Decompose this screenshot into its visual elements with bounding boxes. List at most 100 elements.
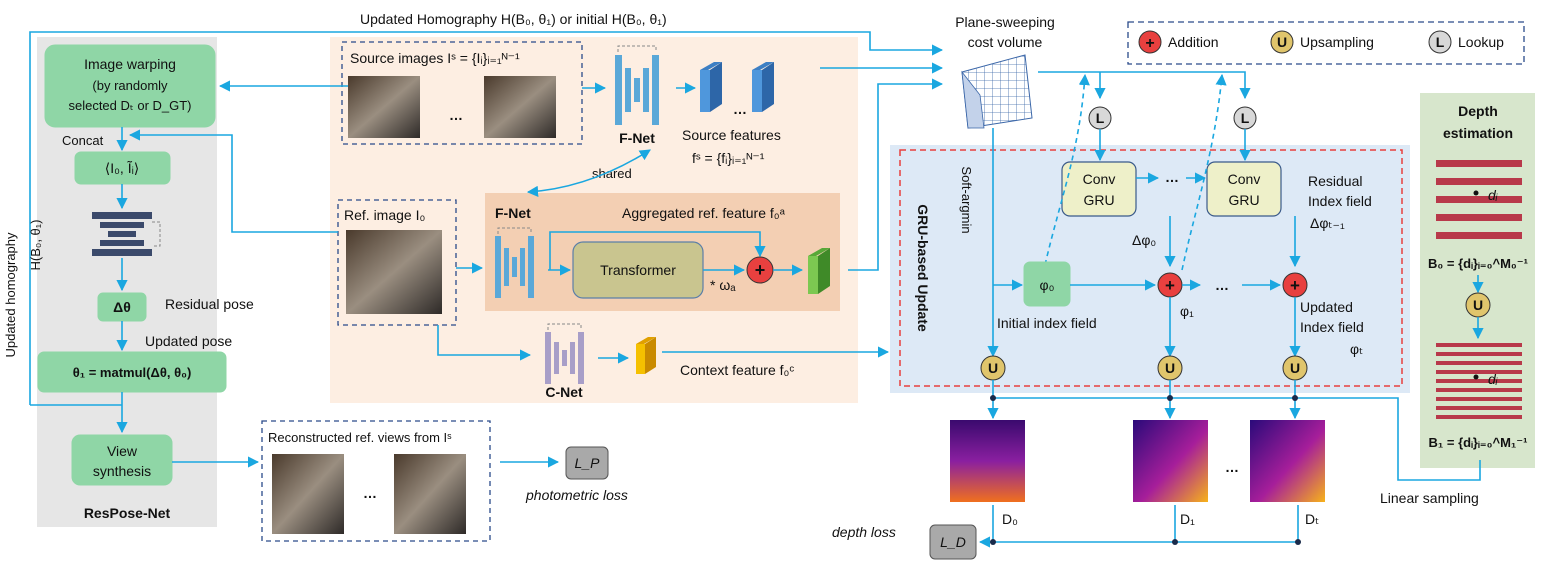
ref-image-box	[337, 199, 457, 326]
ref-image-title: Ref. image I₀	[344, 207, 425, 223]
ld-label: L_D	[940, 534, 966, 550]
initial-index-label: Initial index field	[997, 315, 1097, 331]
phi0-lookup-feedback	[1044, 73, 1090, 266]
legend-lookup-glyph: L	[1436, 34, 1445, 50]
side-label-homography-formula: H(B₀, θ₁)	[28, 220, 43, 271]
gru-ellipsis: …	[1165, 169, 1179, 185]
source-images-box	[341, 41, 583, 145]
linear-sampling-label: Linear sampling	[1380, 490, 1479, 506]
legend-box	[1127, 21, 1525, 65]
image-warping-title: Image warping	[84, 56, 176, 72]
soft-argmin-label: Soft-argmin	[959, 166, 974, 233]
upsampling-glyph-t: U	[1290, 360, 1300, 376]
lp-box	[565, 446, 609, 480]
aggregated-feature-label: Aggregated ref. feature f₀ᵃ	[622, 205, 786, 221]
residual-line1: Residual	[1308, 173, 1362, 189]
legend-upsampling-label: Upsampling	[1300, 34, 1374, 50]
lp-label: L_P	[575, 455, 601, 471]
cost-volume-icon	[961, 54, 1033, 129]
image-warping-line3: selected Dₜ or D_GT)	[68, 98, 191, 113]
conv-gru-t-line1: Conv	[1228, 171, 1261, 187]
depth-upsampling-glyph: U	[1473, 297, 1483, 313]
upsampling-glyph-0: U	[988, 360, 998, 376]
addition-glyph-1: +	[1165, 276, 1175, 295]
upsampling-glyph-1: U	[1165, 360, 1175, 376]
arrow-aggfeat-to-cost	[848, 78, 944, 271]
coarse-bins	[1436, 160, 1522, 239]
concat-formula: ⟨I₀, Ĩᵢ⟩	[105, 160, 140, 176]
aggregated-feature-cube	[808, 248, 830, 294]
transformer-label: Transformer	[600, 262, 676, 278]
source-features-ellipsis: …	[733, 101, 747, 117]
ref-image	[346, 230, 442, 314]
theta1-formula: θ₁ = matmul(Δθ, θ₀)	[73, 365, 192, 380]
updated-pose-label: Updated pose	[145, 333, 232, 349]
lookup-glyph-0: L	[1096, 110, 1105, 126]
junction-0	[990, 395, 996, 401]
legend-lookup-label: Lookup	[1458, 34, 1504, 50]
junction-t	[1292, 395, 1298, 401]
gru-panel-title: GRU-based Update	[915, 204, 931, 332]
source-features-line2: fˢ = {fᵢ}ᵢ₌₁ᴺ⁻¹	[692, 150, 765, 166]
conv-gru-0-line2: GRU	[1083, 192, 1114, 208]
side-label-updated-homography: Updated homography	[3, 232, 18, 358]
reconstructed-box	[261, 420, 491, 542]
loss-junction-0	[990, 539, 996, 545]
image-warping-line2: (by randomly	[92, 78, 168, 93]
theta1-box	[37, 351, 227, 393]
ref-fnet-label: F-Net	[495, 205, 531, 221]
loss-junction-t	[1295, 539, 1301, 545]
arrow-skip-to-add	[549, 231, 766, 270]
source-image-n	[484, 76, 556, 138]
coarse-di-label: dᵢ	[1488, 187, 1498, 203]
shared-link	[526, 149, 651, 197]
fine-bin-point	[1473, 374, 1479, 380]
conv-gru-0-line1: Conv	[1083, 171, 1116, 187]
photometric-loss-label: photometric loss	[525, 487, 628, 503]
dt-label: Dₜ	[1305, 511, 1319, 527]
depth-loss-line	[978, 505, 1299, 548]
updated-line3: φₜ	[1350, 341, 1363, 357]
coarse-bin-point	[1473, 190, 1479, 196]
context-feature-label: Context feature f₀ᶜ	[680, 362, 794, 378]
legend-upsampling-glyph: U	[1277, 34, 1287, 50]
fine-di-label: dᵢ	[1488, 371, 1498, 387]
arrow-ref-to-warping	[128, 129, 338, 233]
source-fnet-label: F-Net	[619, 130, 655, 146]
lookup-glyph-t: L	[1241, 110, 1250, 126]
conv-gru-box-0	[1061, 161, 1137, 217]
view-synthesis-line2: synthesis	[93, 463, 151, 479]
depth-maps-ellipsis: …	[1225, 459, 1239, 475]
fine-bins	[1436, 343, 1522, 419]
loss-junction-1	[1172, 539, 1178, 545]
gru-panel	[890, 145, 1410, 393]
d1-label: D₁	[1180, 511, 1195, 527]
reconstructed-view-1	[272, 454, 344, 534]
depth-map-0	[950, 420, 1025, 502]
delta-phi0-label: Δφ₀	[1132, 232, 1156, 248]
ref-fnet-icon	[495, 227, 534, 298]
legend-lookup-icon	[1428, 30, 1452, 54]
source-fnet-icon	[615, 45, 659, 125]
arrow-ref-to-cnet	[437, 325, 532, 361]
view-synthesis-line1: View	[107, 443, 138, 459]
source-feature-cube-1	[700, 62, 722, 112]
cost-volume-output-line	[1038, 71, 1251, 100]
phi0-box	[1023, 261, 1071, 307]
depth-map-1	[1133, 420, 1208, 502]
source-images-title: Source images Iˢ = {Iᵢ}ᵢ₌₁ᴺ⁻¹	[350, 50, 520, 66]
delta-theta-label: Δθ	[113, 299, 131, 315]
legend-addition-label: Addition	[1168, 34, 1219, 50]
reconstructed-ellipsis: …	[363, 485, 377, 501]
ld-box	[929, 524, 977, 560]
reconstructed-view-n	[394, 454, 466, 534]
concat-label: Concat	[62, 133, 104, 148]
add-ellipsis: …	[1215, 277, 1229, 293]
legend-addition-icon	[1138, 30, 1162, 54]
image-warping-box	[44, 44, 216, 128]
phi0-label: φ₀	[1040, 277, 1055, 293]
phi1-label: φ₁	[1180, 303, 1194, 319]
cnet-icon	[545, 323, 584, 384]
phi1-lookup-feedback	[1181, 73, 1227, 271]
cnet-label: C-Net	[545, 384, 583, 400]
